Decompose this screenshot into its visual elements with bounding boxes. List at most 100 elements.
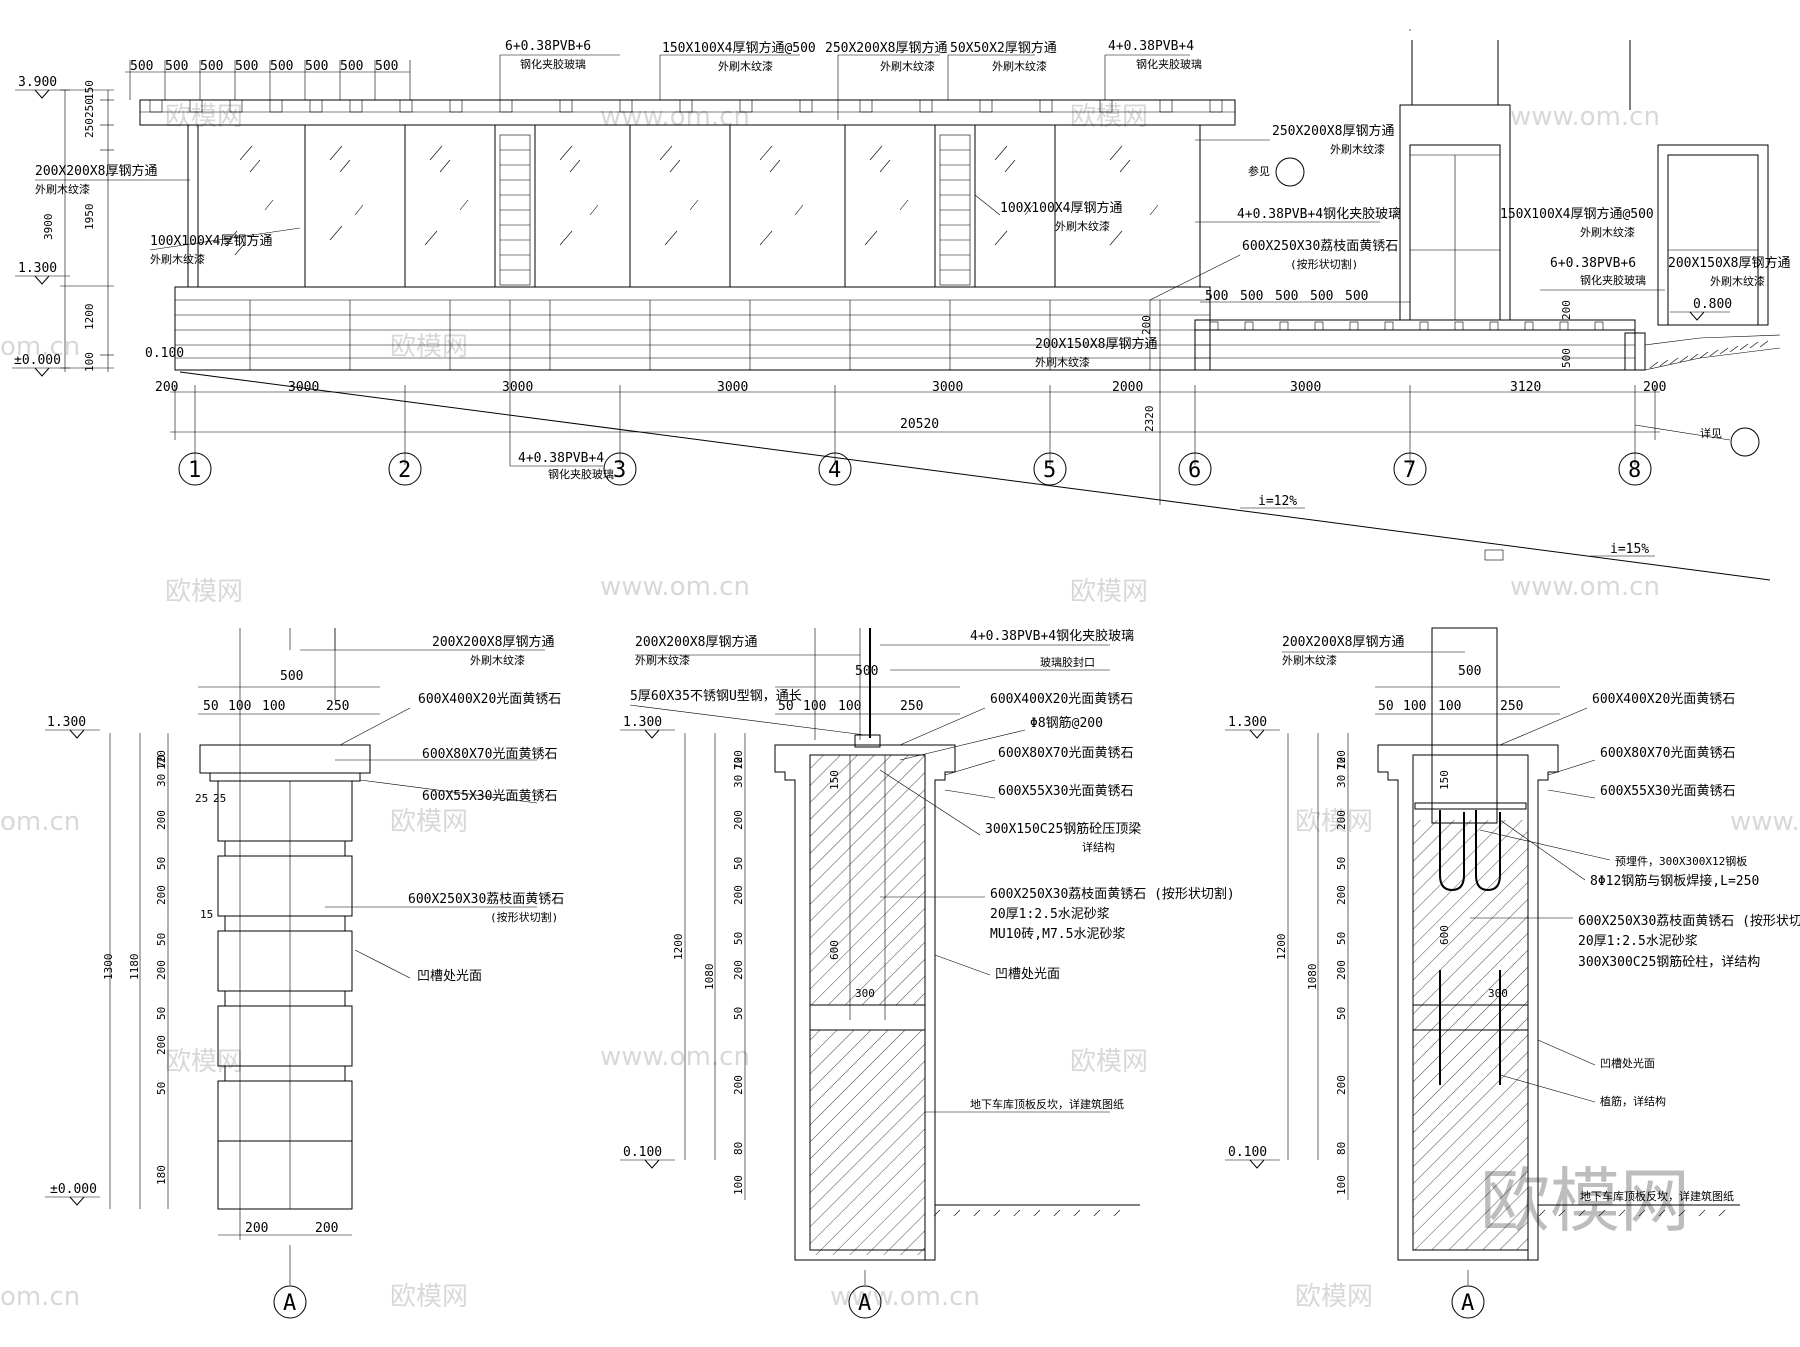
svg-text:1200: 1200 (1275, 934, 1288, 961)
svg-text:1950: 1950 (83, 204, 96, 231)
svg-text:50: 50 (1378, 699, 1394, 714)
svg-text:1.300: 1.300 (1228, 715, 1267, 730)
svg-text:30: 30 (732, 775, 745, 788)
svg-text:2: 2 (398, 458, 411, 483)
svg-text:120: 120 (155, 750, 168, 770)
right-fence (1194, 319, 1781, 371)
svg-text:200: 200 (155, 1035, 168, 1055)
svg-text:50: 50 (732, 932, 745, 945)
svg-text:100X100X4厚钢方通: 100X100X4厚钢方通 (1000, 200, 1122, 216)
watermark-brand: 欧模网 (165, 1047, 243, 1077)
section-3: 500 50 100 100 250 1.300 0.100 1200 1080… (1225, 627, 1800, 1319)
slope-line (179, 371, 1771, 581)
svg-text:凹槽处光面: 凹槽处光面 (417, 969, 482, 984)
svg-text:外刷木纹漆: 外刷木纹漆 (1035, 355, 1090, 369)
svg-text:50: 50 (155, 933, 168, 946)
svg-text:50: 50 (155, 1007, 168, 1020)
svg-text:200: 200 (1643, 380, 1666, 395)
svg-text:100: 100 (1335, 1175, 1348, 1195)
svg-text:预埋件，300X300X12钢板: 预埋件，300X300X12钢板 (1615, 854, 1747, 868)
svg-text:200X200X8厚钢方通: 200X200X8厚钢方通 (635, 634, 757, 650)
watermark-short: om.cn (0, 807, 80, 837)
svg-text:200X150X8厚钢方通: 200X150X8厚钢方通 (1035, 336, 1157, 352)
bay-dims: 200 3000 3000 3000 3000 2000 3000 3120 2… (155, 380, 1666, 465)
svg-text:详见: 详见 (1700, 426, 1722, 440)
svg-text:0.100: 0.100 (145, 346, 184, 361)
watermark-brand: 欧模网 (1070, 577, 1148, 607)
axis-bubbles: 1 2 3 4 5 6 7 8 (178, 452, 1652, 486)
svg-text:3120: 3120 (1510, 380, 1541, 395)
watermark-site: www.om.cn (600, 572, 750, 602)
watermark-short: om.cn (0, 1282, 80, 1312)
svg-text:1.300: 1.300 (18, 261, 57, 276)
watermark-site: www.om.cn (1510, 572, 1660, 602)
svg-text:地下车库顶板反坎，详建筑图纸: 地下车库顶板反坎，详建筑图纸 (970, 1097, 1124, 1111)
svg-text:200: 200 (732, 1075, 745, 1095)
svg-text:50: 50 (155, 1082, 168, 1095)
svg-text:3000: 3000 (288, 380, 319, 395)
watermark-site: www.om.cn (600, 102, 750, 132)
svg-text:8: 8 (1628, 458, 1641, 483)
svg-text:120: 120 (732, 750, 745, 770)
watermark-brand: 欧模网 (390, 1282, 468, 1312)
svg-text:180: 180 (155, 1165, 168, 1185)
svg-text:500: 500 (1240, 289, 1263, 304)
svg-text:500: 500 (280, 669, 303, 684)
svg-text:50: 50 (732, 857, 745, 870)
axis-6 (1178, 452, 1212, 486)
axis-2 (388, 452, 422, 486)
svg-text:(按形状切割): (按形状切割) (1290, 257, 1358, 271)
svg-text:1180: 1180 (128, 954, 141, 981)
svg-text:600X55X30光面黄锈石: 600X55X30光面黄锈石 (998, 784, 1133, 799)
svg-text:4+0.38PVB+4: 4+0.38PVB+4 (518, 451, 604, 466)
svg-text:3.900: 3.900 (18, 75, 57, 90)
svg-text:20520: 20520 (900, 417, 939, 432)
svg-text:100: 100 (228, 699, 251, 714)
stone-base (174, 286, 1211, 371)
svg-text:500: 500 (165, 59, 188, 74)
svg-text:200X200X8厚钢方通: 200X200X8厚钢方通 (432, 634, 554, 650)
watermark-brand: 欧模网 (1070, 1047, 1148, 1077)
svg-text:100: 100 (803, 699, 826, 714)
svg-text:150X100X4厚钢方通@500: 150X100X4厚钢方通@500 (662, 40, 816, 56)
watermark-brand: 欧模网 (1070, 102, 1148, 132)
svg-text:5厚60X35不锈钢U型钢，通长: 5厚60X35不锈钢U型钢，通长 (630, 689, 802, 704)
axis-5 (1033, 452, 1067, 486)
svg-text:50: 50 (1335, 932, 1348, 945)
svg-text:300X300C25钢筋砼柱，详结构: 300X300C25钢筋砼柱，详结构 (1578, 954, 1760, 970)
left-levels: 3.900 1.300 ±0.000 (12, 75, 70, 377)
svg-text:120: 120 (1335, 750, 1348, 770)
svg-text:500: 500 (1310, 289, 1333, 304)
svg-text:i=12%: i=12% (1258, 494, 1297, 509)
watermark-brand: 欧模网 (165, 577, 243, 607)
left-notes: 200X200X8厚钢方通 外刷木纹漆 100X100X4厚钢方通 外刷木纹漆 (35, 163, 301, 266)
svg-text:外刷木纹漆: 外刷木纹漆 (35, 182, 90, 196)
watermark-site: www.om.cn (1730, 807, 1800, 837)
svg-text:外刷木纹漆: 外刷木纹漆 (635, 653, 690, 667)
svg-text:4+0.38PVB+4钢化夹胶玻璃: 4+0.38PVB+4钢化夹胶玻璃 (1237, 206, 1401, 222)
axis-7 (1393, 452, 1427, 486)
watermark-brand: 欧模网 (1295, 807, 1373, 837)
svg-text:外刷木纹漆: 外刷木纹漆 (150, 252, 205, 266)
svg-text:参见: 参见 (1248, 164, 1270, 178)
svg-text:30: 30 (1335, 775, 1348, 788)
svg-text:100: 100 (732, 1175, 745, 1195)
svg-text:4: 4 (828, 458, 841, 483)
watermark-brand: 欧模网 (390, 332, 468, 362)
svg-text:300: 300 (855, 987, 875, 1000)
svg-text:600X250X30荔枝面黄锈石: 600X250X30荔枝面黄锈石 (408, 892, 564, 907)
svg-text:外刷木纹漆: 外刷木纹漆 (1282, 653, 1337, 667)
section-1: 500 50 100 100 250 1.300 ±0.000 1300 118… (45, 628, 564, 1319)
svg-text:20厚1:2.5水泥砂浆: 20厚1:2.5水泥砂浆 (1578, 934, 1698, 949)
svg-text:600X400X20光面黄锈石: 600X400X20光面黄锈石 (418, 692, 561, 707)
svg-text:70: 70 (1335, 757, 1348, 770)
svg-text:600X400X20光面黄锈石: 600X400X20光面黄锈石 (990, 692, 1133, 707)
svg-text:200: 200 (1140, 315, 1153, 335)
svg-text:外刷木纹漆: 外刷木纹漆 (1580, 225, 1635, 239)
svg-text:钢化夹胶玻璃: 钢化夹胶玻璃 (520, 57, 586, 71)
svg-text:600: 600 (828, 940, 841, 960)
svg-text:250X200X8厚钢方通: 250X200X8厚钢方通 (825, 40, 947, 56)
svg-text:200: 200 (1335, 1075, 1348, 1095)
svg-text:植筋，详结构: 植筋，详结构 (1600, 1094, 1666, 1108)
svg-text:150: 150 (828, 770, 841, 790)
